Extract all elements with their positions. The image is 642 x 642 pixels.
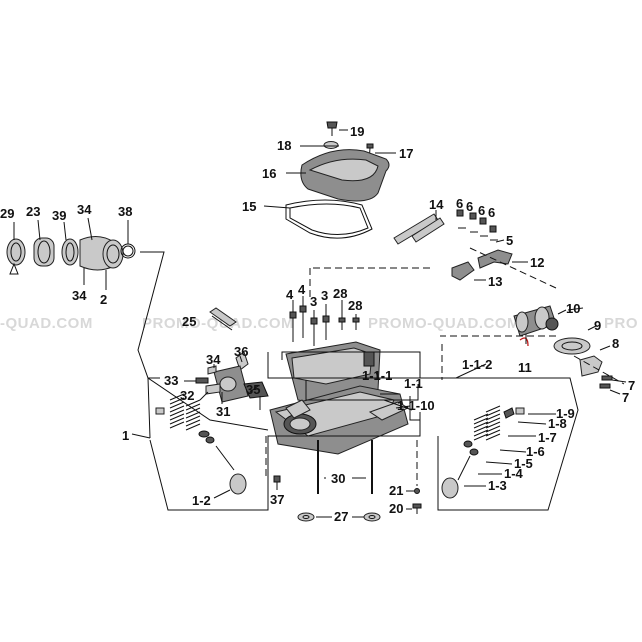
callout-16: 16 xyxy=(262,166,276,181)
callout-1-4: 1-4 xyxy=(504,466,524,481)
bolt-33 xyxy=(195,377,209,384)
cover-8 xyxy=(579,355,603,377)
callout-7: 7 xyxy=(628,378,635,393)
callout-1-3: 1-3 xyxy=(488,478,507,493)
callout-29: 29 xyxy=(0,206,14,221)
callout-12: 12 xyxy=(530,255,544,270)
head-bolts-group: 4 4 3 3 28 28 xyxy=(286,282,362,346)
lower-fasteners-group: 37 30 27 21 20 xyxy=(270,440,422,524)
callout-13: 13 xyxy=(488,274,502,289)
callout-6: 6 xyxy=(488,205,495,220)
callout-23: 23 xyxy=(26,204,40,219)
callout-11: 11 xyxy=(518,360,532,375)
exhaust-valve-group: 1-9 1-8 1-7 1-6 1-5 1-4 1-3 xyxy=(432,377,579,511)
sprocket-9 xyxy=(553,337,591,355)
callout-21: 21 xyxy=(389,483,403,498)
callout-39: 39 xyxy=(52,208,66,223)
callout-34: 34 xyxy=(206,352,221,367)
callout-6: 6 xyxy=(466,199,473,214)
callout-4: 4 xyxy=(298,282,306,297)
callout-36: 36 xyxy=(234,344,248,359)
callout-18: 18 xyxy=(277,138,291,153)
callout-6: 6 xyxy=(456,196,463,211)
callout-1-7: 1-7 xyxy=(538,430,557,445)
callout-32: 32 xyxy=(180,388,194,403)
callout-35: 35 xyxy=(246,382,260,397)
dowel-11 xyxy=(519,337,529,347)
callout-7: 7 xyxy=(622,390,629,405)
callout-34: 34 xyxy=(72,288,87,303)
bolt-7 xyxy=(601,375,613,381)
callout-1-1-10: 1-1-10 xyxy=(397,398,435,413)
callout-38: 38 xyxy=(118,204,132,219)
callout-33: 33 xyxy=(164,373,178,388)
callout-1-8: 1-8 xyxy=(548,416,567,431)
callout-1-9: 1-9 xyxy=(556,406,575,421)
bolt-20 xyxy=(412,503,422,509)
callout-20: 20 xyxy=(389,501,403,516)
callout-8: 8 xyxy=(612,336,619,351)
stud-25 xyxy=(209,307,237,327)
insulator-23 xyxy=(33,237,55,267)
callout-1-6: 1-6 xyxy=(526,444,545,459)
callout-1-2: 1-2 xyxy=(192,493,211,508)
callout-brackets: 1-1-1 1-1 1-1-2 1-1-10 xyxy=(259,351,492,421)
valve-1-2 xyxy=(229,473,247,495)
callout-31: 31 xyxy=(216,404,230,419)
callout-14: 14 xyxy=(429,197,444,212)
callout-19: 19 xyxy=(350,124,364,139)
callout-1-1: 1-1 xyxy=(404,376,423,391)
callout-10: 10 xyxy=(566,301,580,316)
callout-3: 3 xyxy=(310,294,317,309)
bolt-37 xyxy=(273,475,281,483)
watermark-text: PROMO-QUAD.COM xyxy=(368,315,520,332)
gasket-15 xyxy=(285,199,373,239)
clamp-39 xyxy=(61,238,79,266)
rocker-group: 14 6 6 6 6 5 12 13 xyxy=(310,196,557,289)
callout-4: 4 xyxy=(286,287,294,302)
rocker-arm-12 xyxy=(477,249,513,269)
callout-17: 17 xyxy=(399,146,413,161)
callout-2: 2 xyxy=(100,292,107,307)
cylinder-head-group: 25 xyxy=(182,307,413,455)
callout-9: 9 xyxy=(594,318,601,333)
bolt-19 xyxy=(326,121,338,129)
watermark-text: -QUAD.COM xyxy=(0,315,93,332)
clamp-29 xyxy=(6,238,26,266)
callout-6: 6 xyxy=(478,203,485,218)
watermark-text: PROMO-QUAD.COM xyxy=(142,315,294,332)
collet xyxy=(155,407,165,415)
rocker-arm-13 xyxy=(451,261,475,281)
intake-group: 29 23 39 34 38 34 2 xyxy=(0,202,136,307)
valve-cover-group: 19 18 17 16 15 xyxy=(242,121,413,239)
part-34 xyxy=(207,365,217,375)
callout-27: 27 xyxy=(334,509,348,524)
callout-1-5: 1-5 xyxy=(514,456,533,471)
callout-3: 3 xyxy=(321,288,328,303)
callout-28: 28 xyxy=(333,286,347,301)
callout-5: 5 xyxy=(506,233,513,248)
watermark-text: PRO xyxy=(604,315,639,332)
gear-35 xyxy=(243,381,269,399)
callout-1: 1 xyxy=(122,428,129,443)
callout-25: 25 xyxy=(182,314,196,329)
nuts-6 xyxy=(456,209,498,241)
callout-34: 34 xyxy=(77,202,92,217)
callout-1-1-2: 1-1-2 xyxy=(462,357,492,372)
callout-37: 37 xyxy=(270,492,284,507)
washer-27 xyxy=(297,512,315,522)
callout-15: 15 xyxy=(242,199,256,214)
part-32 xyxy=(205,383,221,395)
dowel-21 xyxy=(414,488,420,494)
callout-28: 28 xyxy=(348,298,362,313)
camshaft-group: 10 9 8 7 7 11 xyxy=(440,301,635,405)
callout-30: 30 xyxy=(331,471,345,486)
side-assembly-group: 36 34 33 32 35 31 xyxy=(164,344,269,419)
intake-valve-group: 1 1-2 xyxy=(122,377,421,511)
washer-18 xyxy=(323,141,339,149)
